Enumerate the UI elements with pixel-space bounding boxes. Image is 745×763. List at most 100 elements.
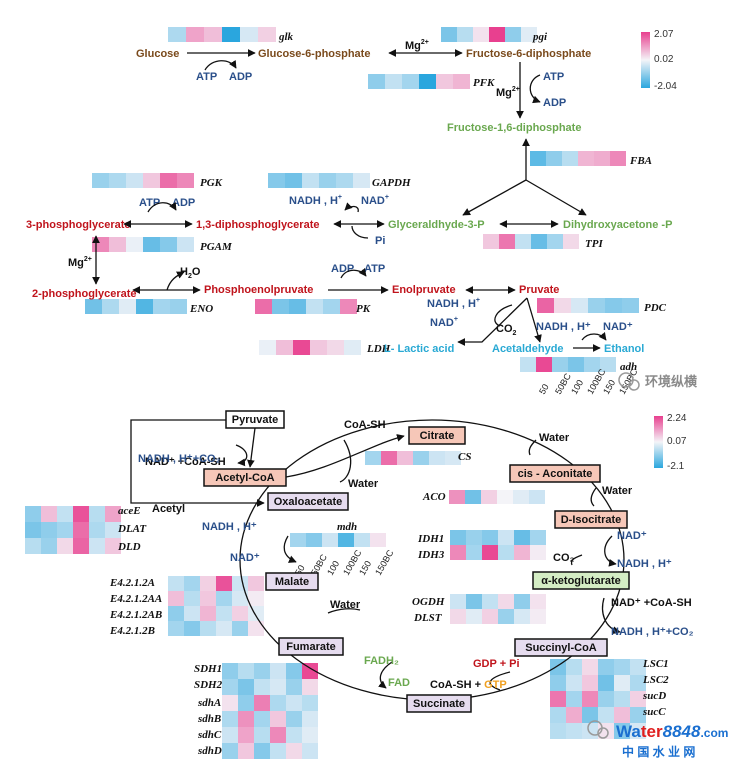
heatmap-cell-sdh-3-4: [286, 711, 302, 727]
node-acetyl-coa-box: [203, 468, 287, 487]
heatmap-cell-fum-2-4: [232, 606, 248, 621]
heatmap-cell-ace-0-5: [105, 506, 121, 522]
heatmap-cell-glk-0-4: [240, 27, 258, 42]
heatmap-cell-sdh-4-5: [302, 727, 318, 743]
gene-ogdh: OGDH: [412, 596, 445, 608]
heatmap-cell-sdh-4-2: [254, 727, 270, 743]
met-f6p: Fructose-6-diphosphate: [466, 48, 591, 60]
gene-lsc2: LSC2: [642, 674, 669, 686]
heatmap-cell-ace-1-4: [89, 522, 105, 538]
met-glucose: Glucose: [136, 48, 179, 60]
heatmap-cell-ace-0-2: [57, 506, 73, 522]
heatmap-cell-gapdh-0-0: [268, 173, 285, 188]
heatmap-cell-tpi-0-2: [515, 234, 531, 249]
heatmap-cell-idh-1-0: [450, 545, 466, 560]
gene-e1: E4.2.1.2A: [109, 577, 155, 589]
met-lactic: L- Lactic acid: [384, 343, 454, 355]
heatmap-cell-ace-1-0: [25, 522, 41, 538]
heatmap-cell-sdh-4-3: [270, 727, 286, 743]
heatmap-cell-fum-1-4: [232, 591, 248, 606]
heatmap-cell-pfk-0-5: [453, 74, 470, 89]
heatmap-cell-aco-0-5: [529, 490, 545, 504]
tca-cof-fadh2: FADH₂: [364, 655, 399, 667]
heatmap-cell-fum-1-5: [248, 591, 264, 606]
heatmap-cell-idh-0-2: [482, 530, 498, 545]
gene-sdhd: sdhD: [197, 745, 222, 757]
heatmap-cell-ogdh-0-1: [466, 594, 482, 609]
node-cis-aconitate-box: [509, 464, 601, 483]
gene-pdc: PDC: [644, 302, 667, 314]
heatmap-cell-fum-0-3: [216, 576, 232, 591]
heatmap-cell-cs-0-1: [381, 451, 397, 465]
gene-fba: FBA: [629, 155, 652, 167]
heatmap-cell-fba-0-5: [610, 151, 626, 166]
heatmap-cell-ace-2-0: [25, 538, 41, 554]
heatmap-cell-pdc-0-2: [571, 298, 588, 313]
heatmap-cell-ace-0-1: [41, 506, 57, 522]
heatmap-cell-sdh-0-3: [270, 663, 286, 679]
heatmap-cell-lsc-0-4: [614, 659, 630, 675]
heatmap-cell-ace-1-2: [57, 522, 73, 538]
heatmap-cell-lsc-2-5: [630, 691, 646, 707]
watermark-brand-text: Water8848.com: [616, 722, 728, 741]
cof-adp-1: ADP: [229, 71, 252, 83]
heatmap-cell-fum-2-5: [248, 606, 264, 621]
heatmap-cell-glk-0-2: [204, 27, 222, 42]
node-fumarate: Fumarate: [286, 641, 336, 653]
heatmap-cell-sdh-2-1: [238, 695, 254, 711]
gene-ldh: LDH: [366, 343, 391, 355]
heatmap-cell-pdc-0-4: [605, 298, 622, 313]
node-succinyl-coa: Succinyl-CoA: [525, 642, 597, 654]
heatmap-cell-ogdh-0-3: [498, 594, 514, 609]
node-oxaloacetate: Oxaloacetate: [274, 496, 342, 508]
heatmap-cell-pgk-0-2: [126, 173, 143, 188]
heatmap-cell-ogdh-1-2: [482, 609, 498, 624]
tca-cof-nad-coash-2: NAD⁺ +CoA-SH: [611, 597, 692, 609]
gene-lsc1: LSC1: [642, 658, 669, 670]
heatmap-cell-fum-2-2: [200, 606, 216, 621]
cof-co2: CO2: [496, 323, 517, 337]
met-pyr: Pruvate: [519, 284, 559, 296]
node-citrate-box: [408, 426, 466, 445]
heatmap-cell-fum-0-5: [248, 576, 264, 591]
heatmap-cell-cs-0-5: [445, 451, 461, 465]
node-malate-box: [265, 572, 319, 591]
heatmap-cell-sdh-4-4: [286, 727, 302, 743]
gene-e2: E4.2.1.2AA: [109, 593, 162, 605]
gene-sucd: sucD: [642, 690, 666, 702]
node-d-isocitrate-box: [554, 510, 628, 529]
met-pep: Phosphoenolpruvate: [204, 284, 313, 296]
heatmap-cell-sdh-3-0: [222, 711, 238, 727]
heatmap-cell-pgk-0-3: [143, 173, 160, 188]
gene-eno: ENO: [189, 303, 213, 315]
node-fumarate-box: [278, 637, 344, 656]
met-acetald: Acetaldehyde: [492, 343, 564, 355]
gene-idh1: IDH1: [417, 533, 444, 545]
gene-dlst: DLST: [413, 612, 443, 624]
heatmap-cell-ace-2-2: [57, 538, 73, 554]
heatmap-cell-fum-0-0: [168, 576, 184, 591]
legend-bottom-min: -2.1: [667, 461, 685, 472]
cof-nadh-3: NADH , H⁺: [536, 321, 591, 333]
heatmap-cell-sdh-3-2: [254, 711, 270, 727]
heatmap-cell-tpi-0-3: [531, 234, 547, 249]
heatmap-cell-sdh-5-2: [254, 743, 270, 759]
heatmap-cell-pgi-0-2: [473, 27, 489, 42]
heatmap-cell-sdh-5-4: [286, 743, 302, 759]
cof-mg-1: Mg2+: [405, 39, 429, 52]
heatmap-cell-fum-0-2: [200, 576, 216, 591]
cof-adp-3: ADP: [172, 197, 195, 209]
met-g3p: Glyceraldhyde-3-P: [388, 219, 485, 231]
heatmap-cell-idh-1-1: [466, 545, 482, 560]
heatmap-cell-ogdh-0-2: [482, 594, 498, 609]
heatmap-cell-lsc-4-1: [566, 723, 582, 739]
heatmap-cell-gapdh-0-3: [319, 173, 336, 188]
heatmap-cell-mdh-0-3: [338, 533, 354, 547]
sample-label: 100: [325, 559, 341, 577]
heatmap-cell-lsc-2-0: [550, 691, 566, 707]
heatmap-cell-sdh-1-4: [286, 679, 302, 695]
gene-succ: sucC: [642, 706, 666, 718]
heatmap-cell-sdh-2-0: [222, 695, 238, 711]
heatmap-cell-lsc-0-5: [630, 659, 646, 675]
